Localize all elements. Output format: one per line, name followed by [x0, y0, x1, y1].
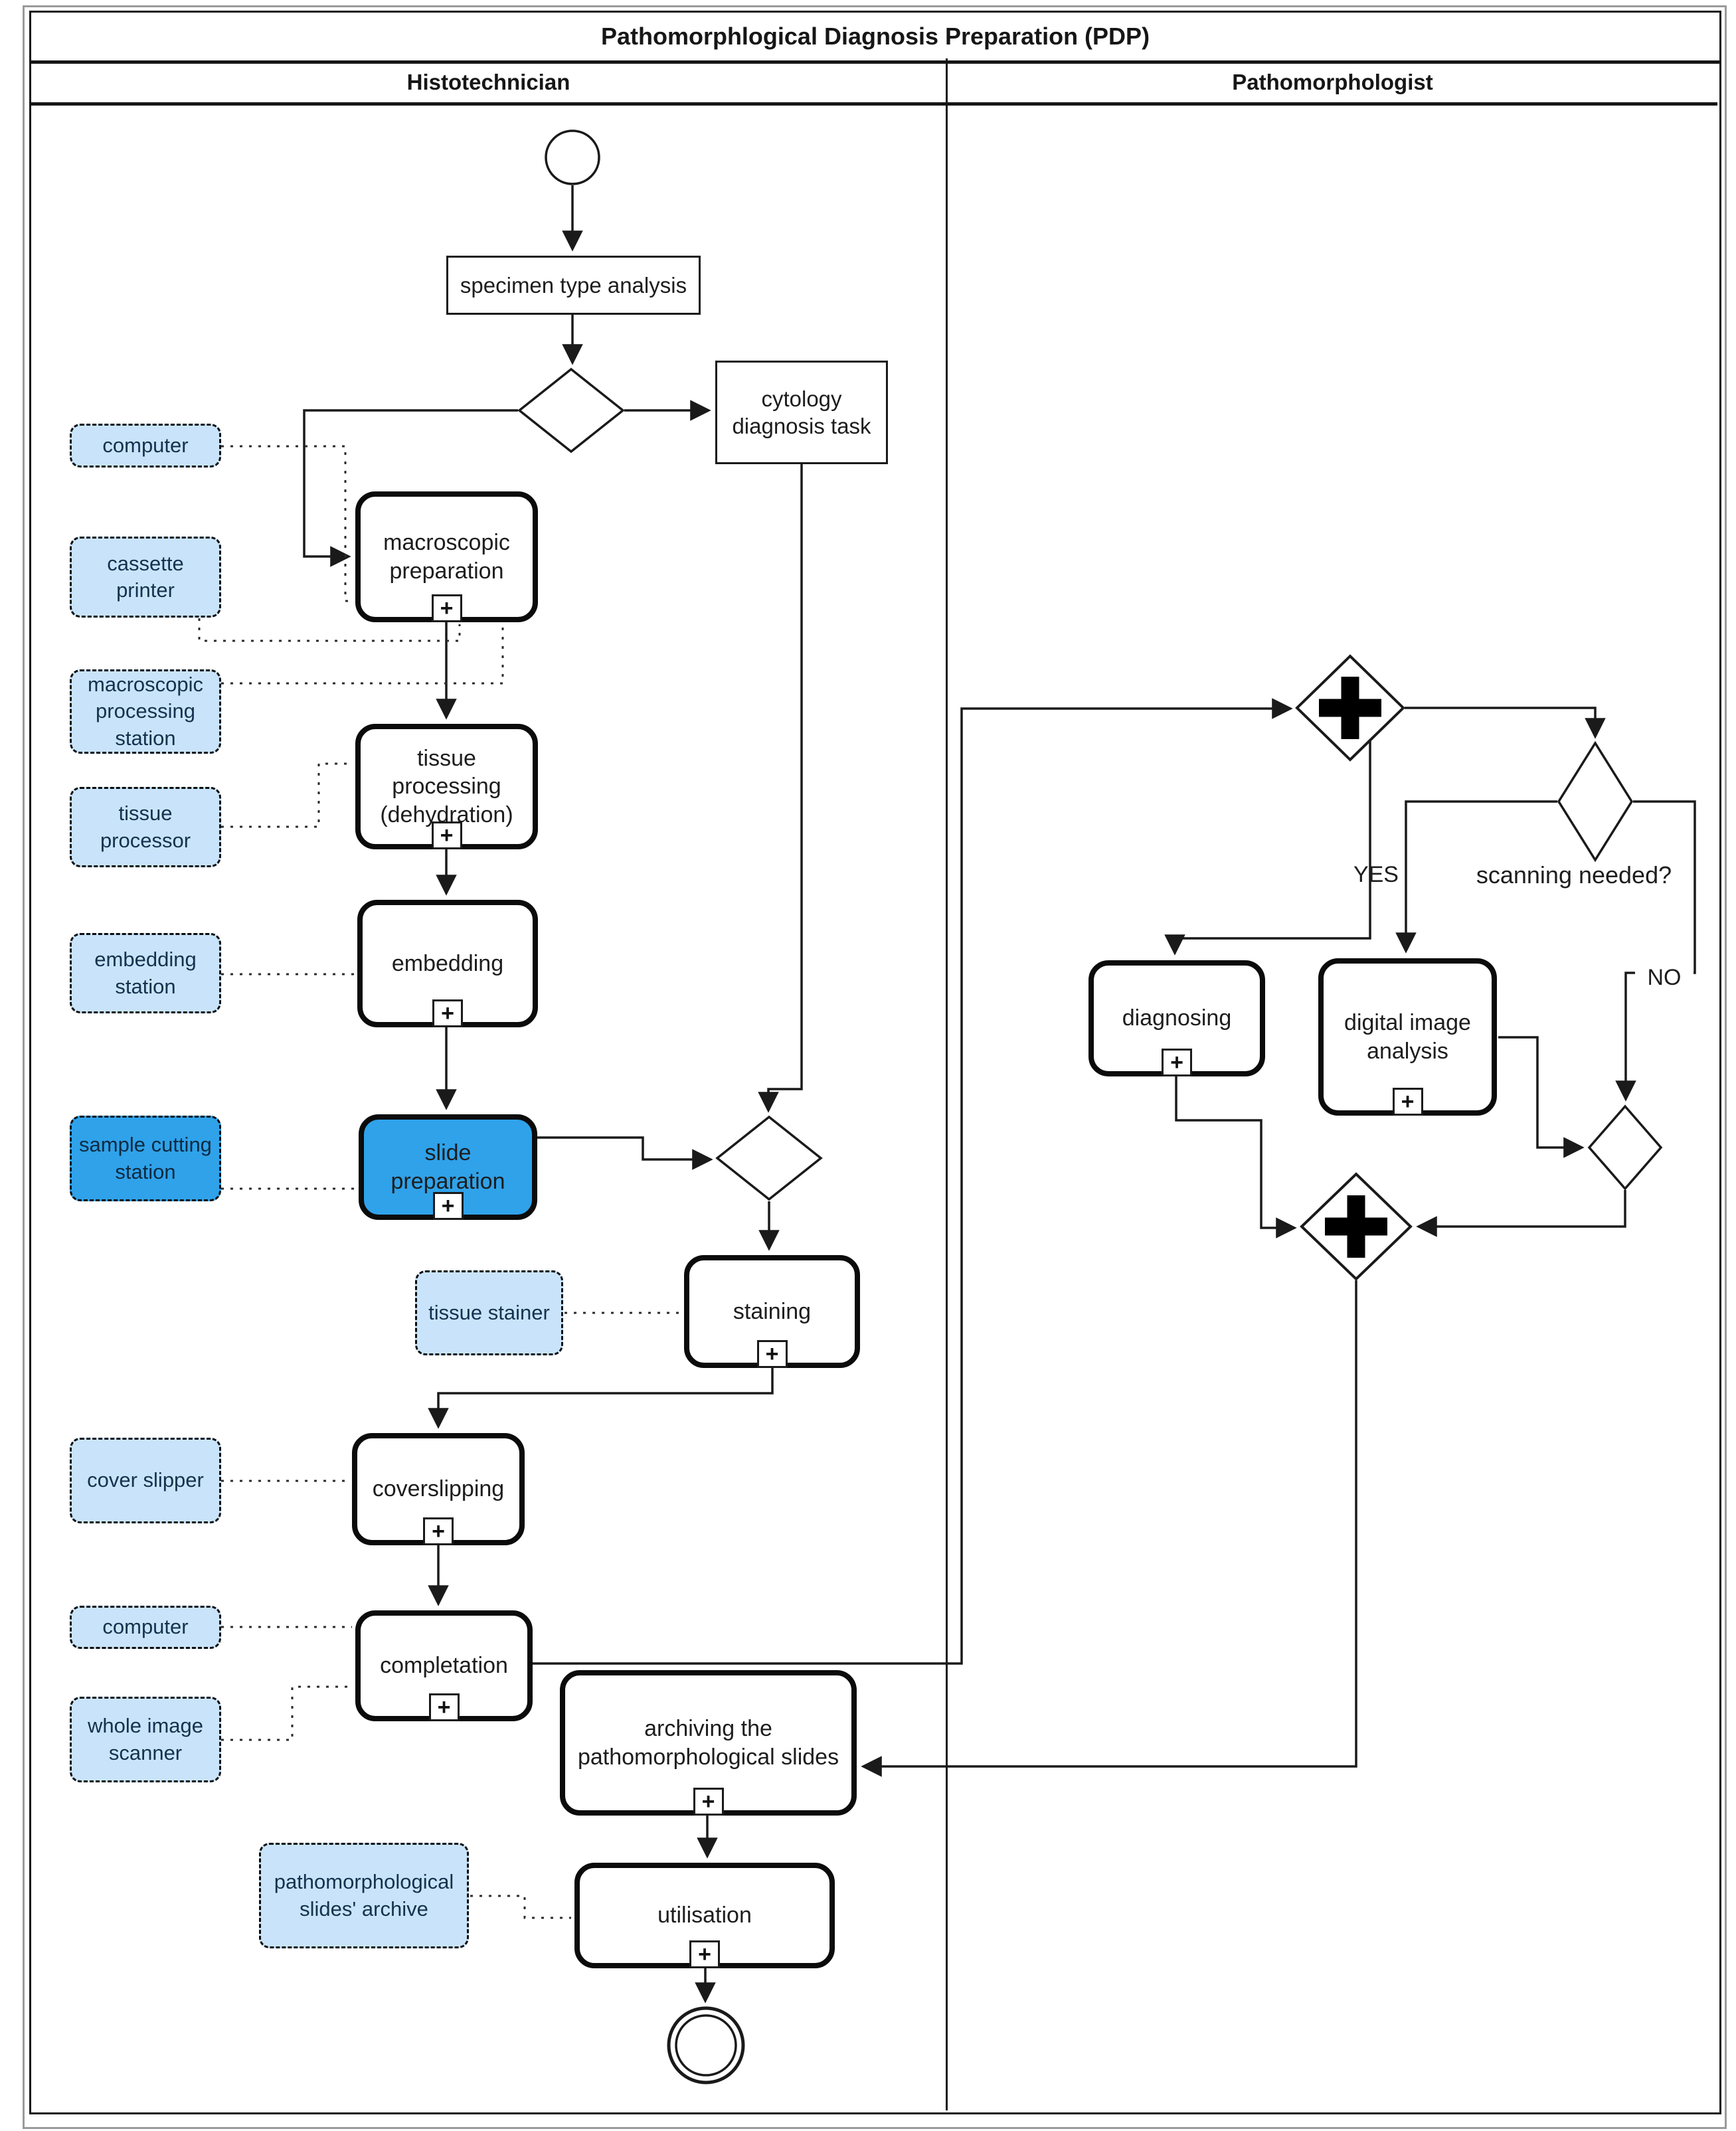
task-completation[interactable]: completation +: [355, 1610, 533, 1721]
task-label: digital image analysis: [1344, 1010, 1471, 1064]
pool-title: Pathomorphlogical Diagnosis Preparation …: [29, 11, 1721, 64]
task-specimen-type-analysis[interactable]: specimen type analysis: [446, 256, 701, 315]
resource-label: tissue stainer: [428, 1300, 550, 1324]
lane-header-pathomorphologist: Pathomorphologist: [948, 62, 1717, 106]
resource-label: cassette printer: [107, 551, 184, 602]
resource-label: sample cutting station: [79, 1133, 212, 1183]
assoc-archive-utilisation: [470, 1895, 571, 1919]
task-cytology-diagnosis[interactable]: cytology diagnosis task: [715, 361, 888, 464]
flow-staining-to-coverslipping: [428, 1368, 774, 1429]
resource-label: whole image scanner: [87, 1714, 204, 1764]
subprocess-expand-icon[interactable]: +: [756, 1340, 788, 1368]
resource-label: computer: [102, 433, 189, 457]
subprocess-expand-icon[interactable]: +: [431, 821, 462, 849]
exclusive-gateway-specimen: [517, 367, 625, 454]
subprocess-expand-icon[interactable]: +: [693, 1788, 724, 1816]
task-label: diagnosing: [1122, 1005, 1232, 1031]
subprocess-expand-icon[interactable]: +: [431, 594, 462, 622]
flow-cytology-to-gateway2: [758, 464, 803, 1113]
resource-cassette-printer[interactable]: cassette printer: [70, 537, 221, 618]
task-coverslipping[interactable]: coverslipping +: [352, 1433, 525, 1545]
task-slide-preparation[interactable]: slide preparation +: [359, 1114, 537, 1220]
assoc-computer1-macroscopic: [221, 445, 353, 602]
subprocess-expand-icon[interactable]: +: [689, 1940, 720, 1968]
resource-label: macroscopic processing station: [88, 673, 203, 750]
assoc-tissueprocessor-tissueprocessing: [221, 762, 352, 828]
edge-label-yes: YES: [1353, 862, 1399, 887]
resource-computer-1[interactable]: computer: [70, 424, 221, 468]
task-embedding[interactable]: embedding +: [357, 900, 538, 1027]
assoc-macrostation-macroscopic: [221, 624, 504, 685]
subprocess-expand-icon[interactable]: +: [432, 999, 463, 1027]
task-label: macroscopic preparation: [383, 530, 510, 584]
task-label: embedding: [391, 950, 504, 976]
resource-slides-archive[interactable]: pathomorphological slides' archive: [259, 1843, 469, 1948]
outer-border: [23, 5, 1727, 2129]
flow-slideprep-to-gateway2: [537, 1136, 713, 1170]
task-staining[interactable]: staining +: [684, 1255, 860, 1368]
resource-sample-cutting-station[interactable]: sample cutting station: [70, 1116, 221, 1201]
resource-label: tissue processor: [100, 802, 191, 852]
task-label: staining: [733, 1298, 812, 1324]
resource-tissue-processor[interactable]: tissue processor: [70, 787, 221, 867]
subprocess-expand-icon[interactable]: +: [428, 1693, 460, 1721]
subprocess-expand-icon[interactable]: +: [1162, 1049, 1192, 1076]
task-digital-image-analysis[interactable]: digital image analysis +: [1318, 958, 1497, 1116]
flow-scanninggw-yes-to-dia: [1395, 800, 1557, 954]
task-label: slide preparation: [391, 1140, 505, 1194]
task-diagnosing[interactable]: diagnosing +: [1088, 960, 1265, 1076]
parallel-split-plus-icon: [1319, 677, 1381, 739]
resource-tissue-stainer[interactable]: tissue stainer: [415, 1270, 563, 1355]
subprocess-expand-icon[interactable]: +: [423, 1517, 454, 1545]
task-utilisation[interactable]: utilisation +: [574, 1863, 835, 1968]
task-label: tissue processing (dehydration): [380, 745, 513, 827]
assoc-cassetteprinter-macroscopic: [198, 618, 461, 642]
subprocess-expand-icon[interactable]: +: [1392, 1088, 1423, 1116]
flow-mergegw-to-parallelmerge: [1416, 1190, 1626, 1237]
task-macroscopic-preparation[interactable]: macroscopic preparation +: [355, 491, 538, 622]
flow-scanninggw-no-to-mergegw: [1615, 800, 1696, 1102]
flow-parallelsplit-to-diagnosing: [1164, 740, 1371, 956]
task-label: completation: [380, 1653, 508, 1679]
task-label: archiving the pathomorphological slides: [577, 1716, 839, 1770]
task-label: cytology diagnosis task: [732, 386, 871, 438]
flow-parallelmerge-to-archiving: [861, 1280, 1357, 1777]
resource-label: computer: [102, 1615, 189, 1639]
lane-divider: [946, 58, 948, 2110]
flow-dia-to-mergegw: [1498, 1036, 1585, 1158]
lane-header-histotechnician: Histotechnician: [31, 62, 946, 106]
exclusive-gateway-merge: [1587, 1104, 1663, 1191]
task-label: utilisation: [657, 1903, 752, 1928]
flow-gateway1-to-macroscopic: [303, 409, 518, 567]
assoc-wholescanner-completation: [221, 1685, 352, 1741]
task-tissue-processing[interactable]: tissue processing (dehydration) +: [355, 724, 538, 849]
flow-completation-to-parallelsplit: [533, 698, 1293, 1665]
exclusive-gateway-scanning: [1557, 740, 1634, 863]
gateway-label-scanning-needed: scanning needed?: [1476, 861, 1672, 889]
subprocess-expand-icon[interactable]: +: [432, 1192, 464, 1220]
task-archiving-slides[interactable]: archiving the pathomorphological slides …: [560, 1670, 857, 1816]
resource-label: embedding station: [94, 948, 197, 998]
resource-embedding-station[interactable]: embedding station: [70, 933, 221, 1013]
parallel-merge-plus-icon: [1325, 1195, 1387, 1258]
exclusive-gateway-before-staining: [715, 1115, 823, 1201]
resource-cover-slipper[interactable]: cover slipper: [70, 1438, 221, 1523]
task-label: specimen type analysis: [460, 272, 687, 298]
resource-whole-image-scanner[interactable]: whole image scanner: [70, 1697, 221, 1782]
flow-diagnosing-to-parallelmerge: [1175, 1076, 1297, 1238]
end-event-inner: [675, 2014, 737, 2077]
task-label: coverslipping: [372, 1476, 505, 1502]
start-event: [545, 129, 600, 185]
edge-label-no: NO: [1635, 965, 1693, 991]
flow-parallelsplit-to-scanninggw: [1405, 707, 1606, 739]
resource-computer-2[interactable]: computer: [70, 1606, 221, 1649]
resource-macroscopic-processing-station[interactable]: macroscopic processing station: [70, 669, 221, 754]
resource-label: cover slipper: [87, 1468, 204, 1492]
resource-label: pathomorphological slides' archive: [274, 1870, 454, 1920]
